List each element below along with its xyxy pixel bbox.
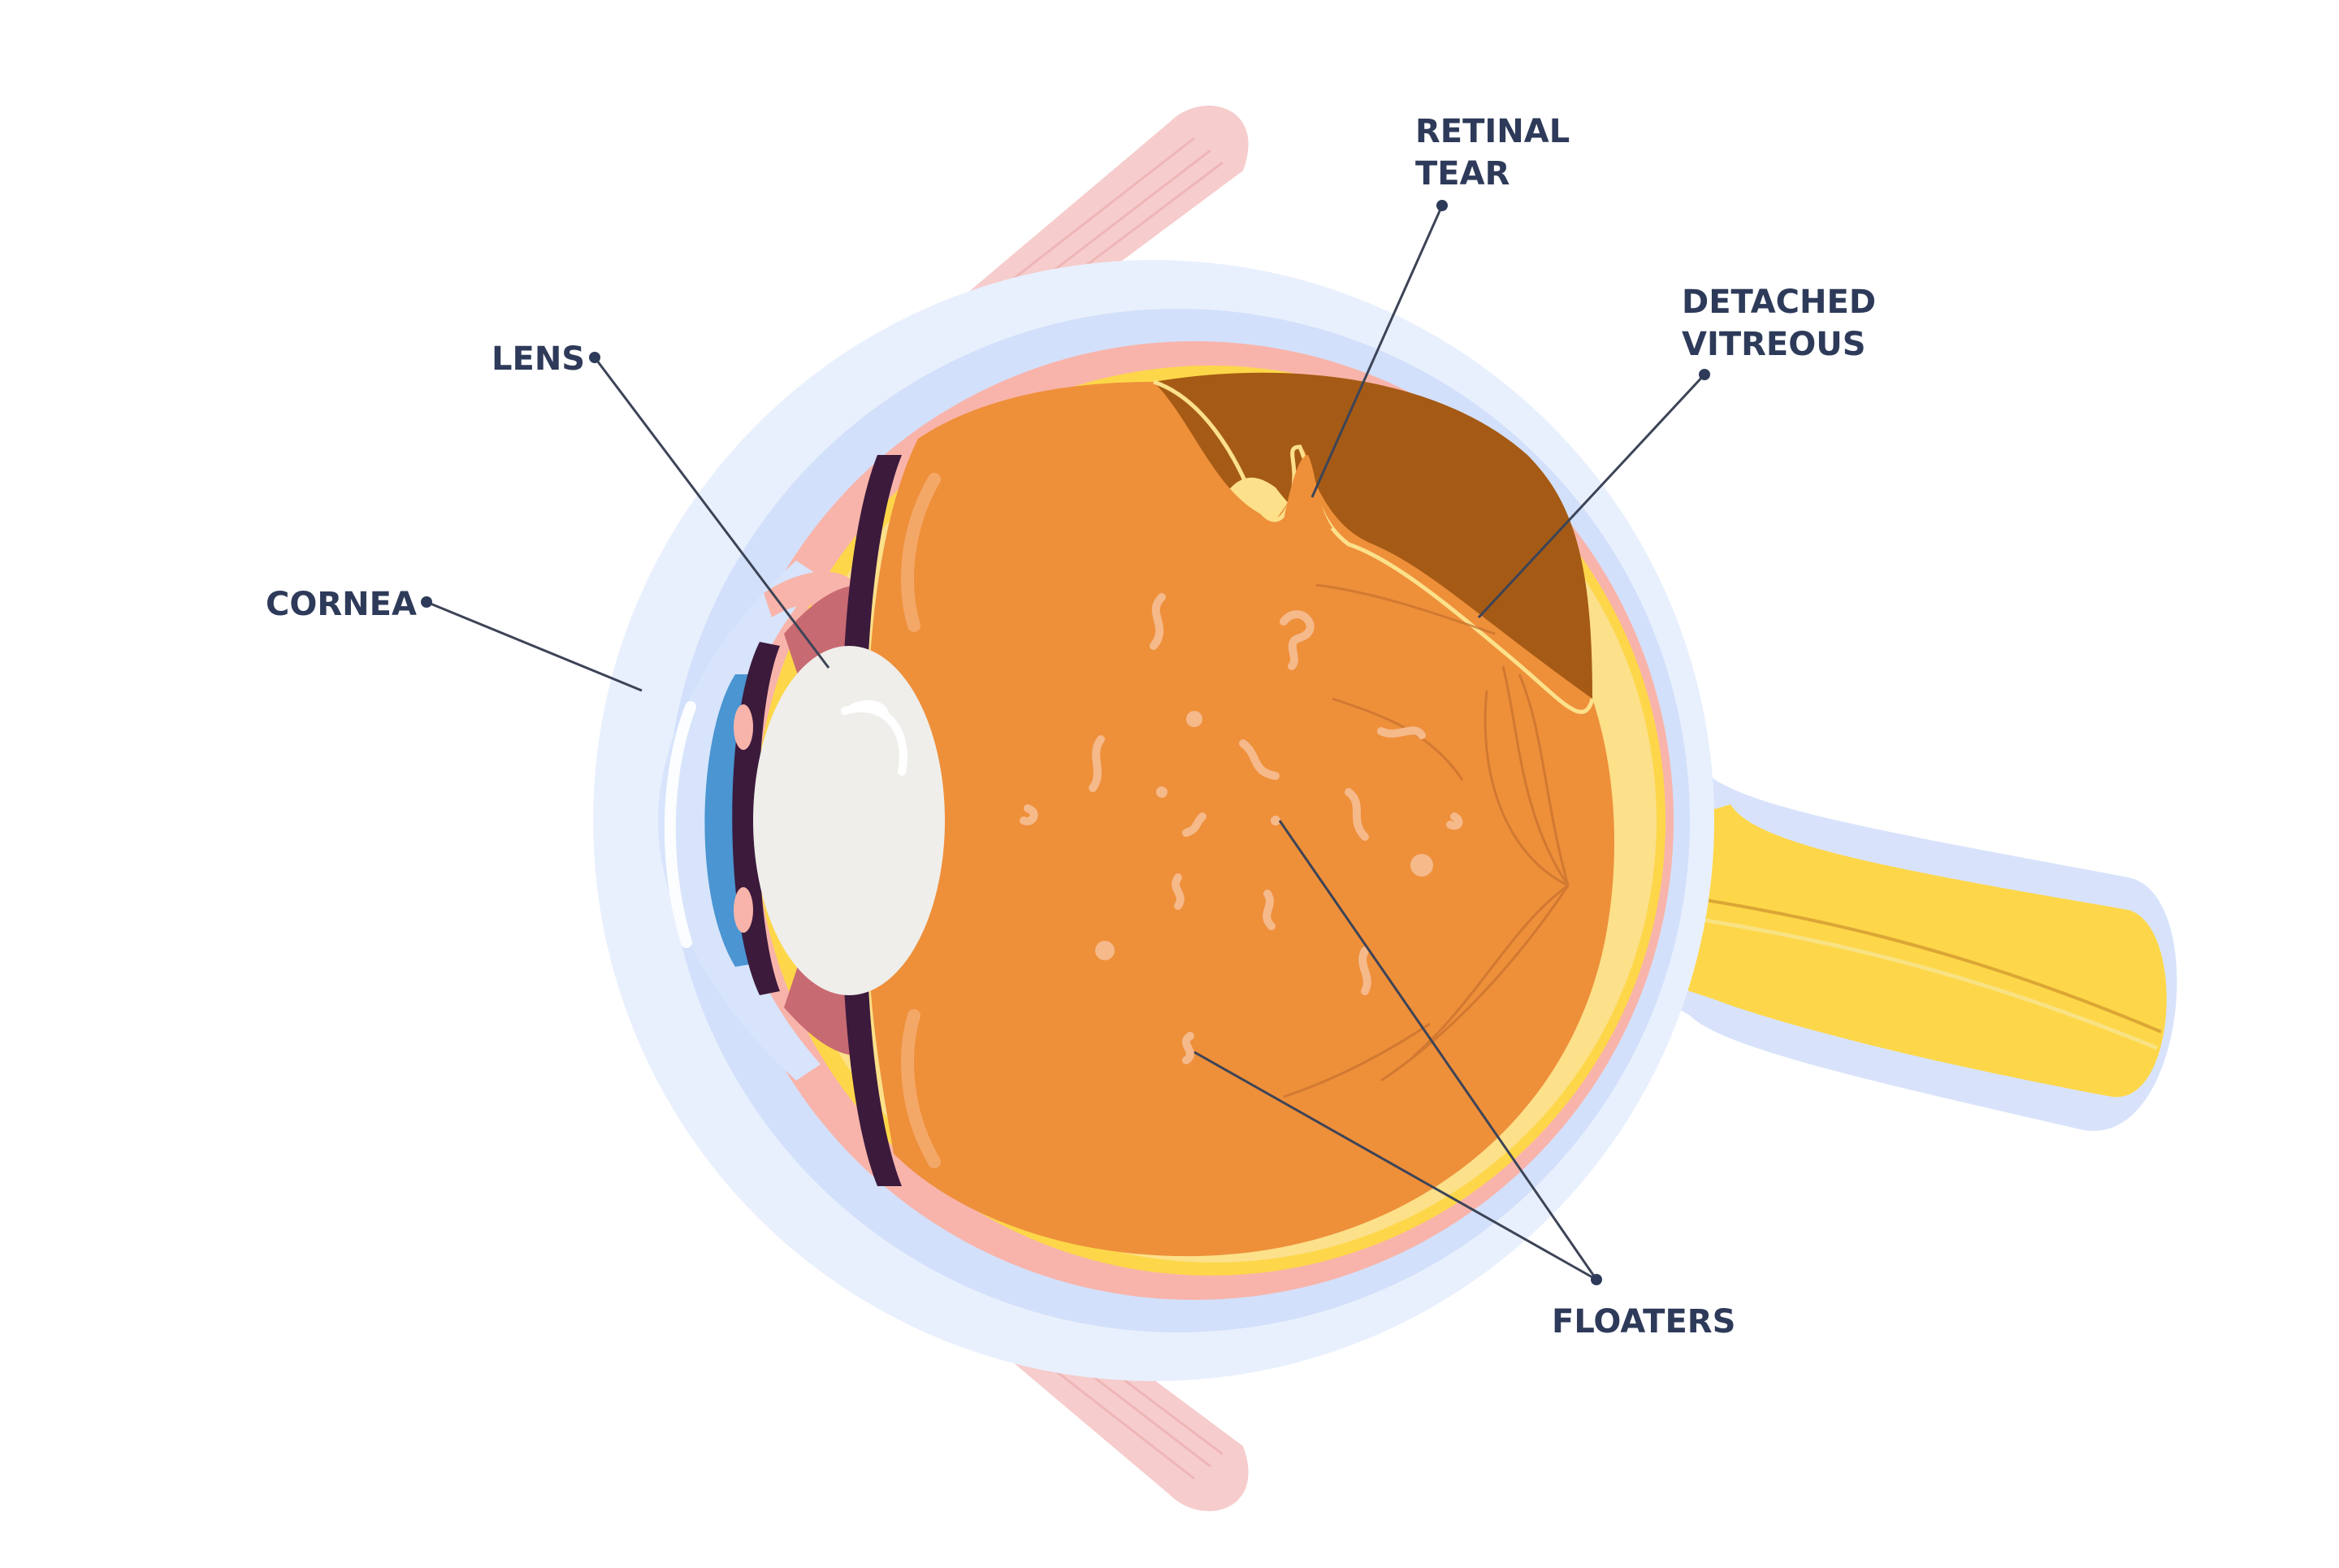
floaters — [1020, 593, 1463, 1064]
floater — [1172, 873, 1185, 910]
leader-retinal-tear — [1310, 205, 1444, 498]
dot-icon — [1699, 369, 1710, 380]
floater — [1020, 804, 1038, 825]
iris — [704, 674, 760, 967]
label-lens: LENS — [492, 340, 585, 378]
vitreous-body — [842, 372, 1614, 1257]
cornea-shape — [658, 561, 821, 1081]
label-detached-vitreous-line1: DETACHED — [1682, 284, 1876, 321]
leader-floaters-2 — [1193, 1050, 1597, 1281]
label-dots — [421, 200, 1710, 1285]
leader-detached-vitreous — [1477, 373, 1706, 619]
floater — [1182, 812, 1206, 837]
label-detached-vitreous-line2: VITREOUS — [1682, 326, 1866, 363]
dot-icon — [421, 596, 432, 608]
floater — [1089, 735, 1105, 792]
floater — [1150, 593, 1166, 650]
retinal-tear-flap — [1284, 455, 1332, 534]
labels: RETINAL TEAR DETACHED VITREOUS LENS CORN… — [266, 113, 1876, 1341]
floater — [1239, 739, 1280, 780]
leader-lines — [426, 205, 1706, 1281]
dot-icon — [589, 352, 600, 363]
lens — [753, 646, 945, 995]
label-retinal-tear-line2: TEAR — [1415, 155, 1510, 193]
label-floaters: FLOATERS — [1552, 1303, 1735, 1341]
floater — [1345, 788, 1369, 841]
vitreous-gel — [867, 382, 1614, 1257]
floater — [1377, 726, 1426, 739]
lens-body — [753, 646, 945, 995]
floater — [1358, 946, 1371, 995]
floater — [1263, 890, 1276, 930]
dot-icon — [1436, 200, 1448, 211]
leader-lens — [593, 357, 830, 669]
leader-cornea — [426, 600, 643, 692]
floater — [1182, 1032, 1194, 1064]
floater — [1446, 812, 1463, 830]
leader-floaters-1 — [1278, 820, 1598, 1280]
floater — [1280, 610, 1315, 670]
dot-icon — [1591, 1274, 1602, 1285]
label-retinal-tear-line1: RETINAL — [1415, 113, 1570, 150]
label-cornea: CORNEA — [266, 586, 417, 623]
